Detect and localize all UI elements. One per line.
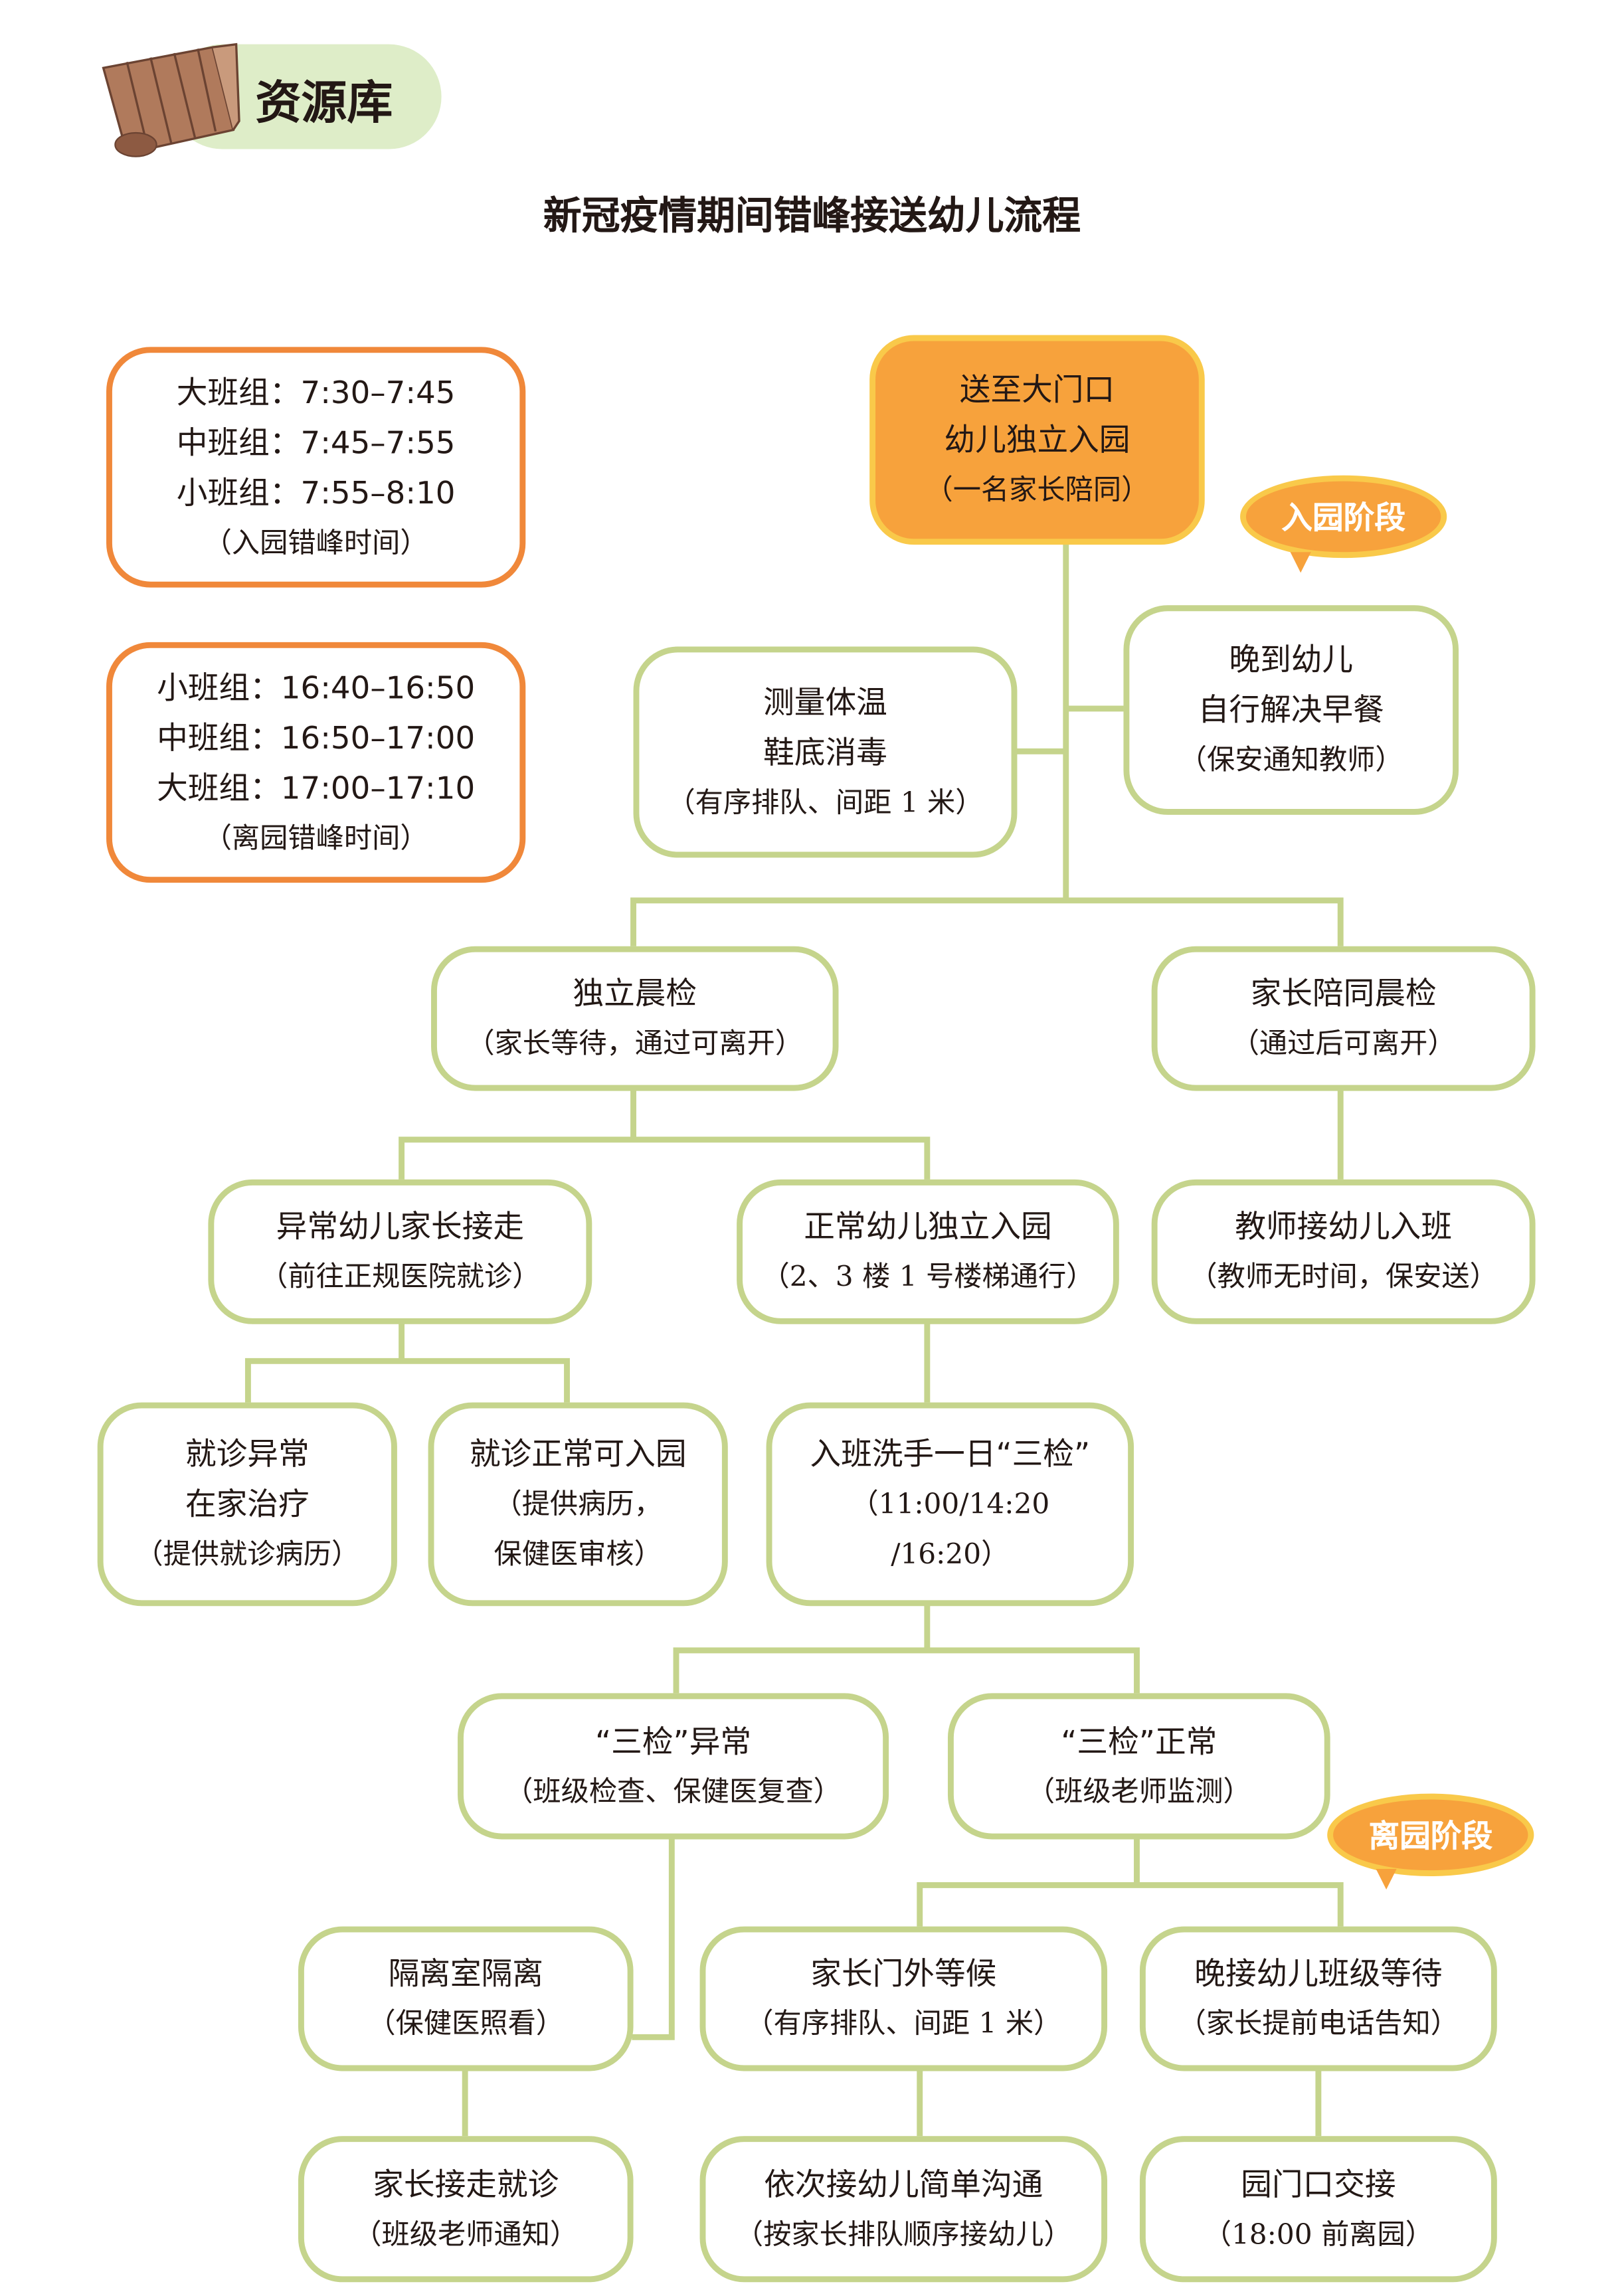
node-wash: 入班洗手一日“三检” （11:00/14:20 /16:20） — [766, 1402, 1134, 1607]
node-title: 晚到幼儿 — [1229, 642, 1354, 678]
node-title: 送至大门口 — [959, 372, 1115, 408]
node-note: 保健医审核） — [494, 1538, 662, 1571]
entry-schedule-box: 大班组：7:30–7:45 中班组：7:45–7:55 小班组：7:55–8:1… — [106, 347, 526, 588]
node-temp: 测量体温 鞋底消毒 （有序排队、间距 1 米） — [633, 646, 1018, 858]
node-note: （一名家长陪同） — [925, 474, 1150, 507]
leave-schedule-box: 小班组：16:40–16:50 中班组：16:50–17:00 大班组：17:0… — [106, 642, 526, 883]
node-note: （提供病历， — [494, 1488, 662, 1521]
schedule-line: 大班组：7:30–7:45 — [176, 374, 456, 410]
schedule-line: 中班组：16:50–17:00 — [157, 719, 476, 755]
node-note: （保安通知教师） — [1178, 744, 1403, 777]
node-note: （家长提前电话告知） — [1178, 2007, 1459, 2040]
node-title: 隔离室隔离 — [388, 1956, 543, 1992]
node-checkab: “三检”异常 （班级检查、保健医复查） — [458, 1693, 889, 1840]
node-title: 晚接幼儿班级等待 — [1194, 1956, 1443, 1992]
node-note: （前往正规医院就诊） — [260, 1261, 541, 1294]
entry-stage-bubble: 入园阶段 — [1240, 475, 1447, 559]
node-note: （18:00 前离园） — [1203, 2218, 1433, 2251]
node-title: “三检”正常 — [1061, 1723, 1218, 1759]
node-title: 家长门外等候 — [810, 1956, 997, 1992]
node-title: 依次接幼儿简单沟通 — [764, 2166, 1043, 2202]
node-selfcheck: 独立晨检 （家长等待，通过可离开） — [431, 946, 839, 1091]
scroll-icon — [102, 43, 240, 157]
node-title: 就诊异常 — [185, 1436, 310, 1472]
node-parentcheck: 家长陪同晨检 （通过后可离开） — [1151, 946, 1536, 1091]
schedule-line: 小班组：16:40–16:50 — [157, 669, 476, 705]
node-title: 家长接走就诊 — [373, 2166, 559, 2202]
node-title: 就诊正常可入园 — [469, 1436, 687, 1472]
node-checkok: “三检”正常 （班级老师监测） — [947, 1693, 1330, 1840]
node-title: 异常幼儿家长接走 — [276, 1209, 525, 1245]
node-note: （保健医照看） — [367, 2007, 565, 2040]
node-title: 教师接幼儿入班 — [1235, 1209, 1453, 1245]
node-note: /16:20） — [891, 1538, 1010, 1571]
node-abnormal: 异常幼儿家长接走 （前往正规医院就诊） — [208, 1179, 592, 1324]
node-gate: 送至大门口 幼儿独立入园 （一名家长陪同） — [869, 335, 1205, 545]
node-wait: 家长门外等候 （有序排队、间距 1 米） — [699, 1926, 1108, 2071]
page-title: 新冠疫情期间错峰接送幼儿流程 — [543, 195, 1081, 240]
schedule-line: 中班组：7:45–7:55 — [176, 424, 456, 460]
node-title: 入班洗手一日“三检” — [810, 1436, 1091, 1472]
node-gatehand: 园门口交接 （18:00 前离园） — [1139, 2136, 1497, 2283]
node-home: 就诊异常 在家治疗 （提供就诊病历） — [97, 1402, 397, 1607]
node-title: 正常幼儿独立入园 — [804, 1209, 1052, 1245]
node-latepick: 晚接幼儿班级等待 （家长提前电话告知） — [1139, 1926, 1497, 2071]
node-readmit: 就诊正常可入园 （提供病历， 保健医审核） — [428, 1402, 728, 1607]
bubble-tail — [1290, 552, 1311, 573]
node-normal: 正常幼儿独立入园 （2、3 楼 1 号楼梯通行） — [737, 1179, 1119, 1324]
node-note: （2、3 楼 1 号楼梯通行） — [761, 1261, 1095, 1294]
section-label: 资源库 — [255, 76, 393, 130]
node-teacher: 教师接幼儿入班 （教师无时间，保安送） — [1151, 1179, 1536, 1324]
node-note: （有序排队、间距 1 米） — [667, 786, 984, 819]
schedule-note: （离园错峰时间） — [203, 821, 428, 854]
node-title: 测量体温 — [763, 684, 887, 720]
node-note: （有序排队、间距 1 米） — [745, 2007, 1062, 2040]
node-note: （提供就诊病历） — [135, 1538, 360, 1571]
node-note: （教师无时间，保安送） — [1189, 1261, 1498, 1294]
node-title: 鞋底消毒 — [763, 734, 887, 770]
leave-stage-bubble: 离园阶段 — [1327, 1793, 1534, 1877]
node-late: 晚到幼儿 自行解决早餐 （保安通知教师） — [1123, 605, 1459, 815]
bubble-tail — [1376, 1868, 1397, 1890]
node-title: 独立晨检 — [573, 976, 697, 1011]
schedule-line: 大班组：17:00–17:10 — [157, 770, 476, 806]
node-title: 自行解决早餐 — [1198, 692, 1384, 728]
node-note: （班级检查、保健医复查） — [505, 1775, 842, 1808]
node-title: 幼儿独立入园 — [944, 422, 1130, 458]
node-note: （班级老师通知） — [353, 2218, 579, 2251]
node-note: （11:00/14:20 — [850, 1488, 1050, 1521]
node-title: 在家治疗 — [185, 1486, 310, 1522]
node-title: “三检”异常 — [594, 1723, 752, 1759]
node-note: （按家长排队顺序接幼儿） — [735, 2218, 1072, 2251]
node-title: 家长陪同晨检 — [1250, 976, 1437, 1011]
node-handover: 依次接幼儿简单沟通 （按家长排队顺序接幼儿） — [699, 2136, 1108, 2283]
schedule-note: （入园错峰时间） — [203, 526, 428, 559]
node-note: （班级老师监测） — [1026, 1775, 1251, 1808]
node-isolate: 隔离室隔离 （保健医照看） — [298, 1926, 634, 2071]
node-title: 园门口交接 — [1241, 2166, 1396, 2202]
node-note: （家长等待，通过可离开） — [466, 1027, 804, 1060]
schedule-line: 小班组：7:55–8:10 — [176, 474, 456, 510]
node-pickdoc: 家长接走就诊 （班级老师通知） — [298, 2136, 634, 2283]
node-note: （通过后可离开） — [1231, 1027, 1456, 1060]
